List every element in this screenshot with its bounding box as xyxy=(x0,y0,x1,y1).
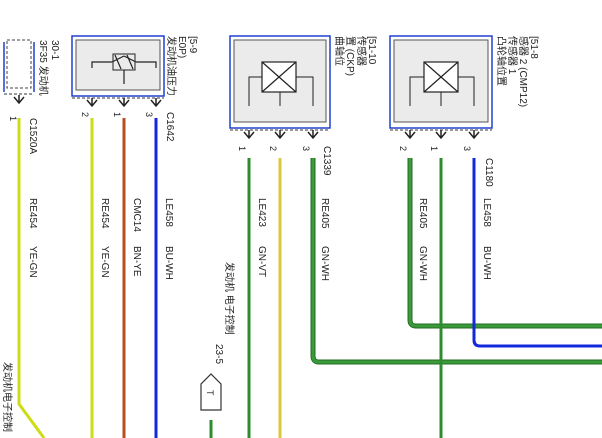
component-eop-name: 发动机油压力 xyxy=(165,36,178,96)
wire-label-circuit: RE454 xyxy=(99,198,110,229)
wire-labels: RE454 YE-GN RE454 YE-GN CMC14 BN-YE LE45… xyxy=(27,198,492,281)
wire-c1339-3-outline xyxy=(310,158,602,365)
ecm-pin-label: T xyxy=(205,390,215,396)
pin-label: 1 xyxy=(237,146,247,151)
component-3f35-box xyxy=(6,39,32,89)
wire-label-circuit: CMC14 xyxy=(131,198,142,232)
component-ckp-sub: 传感器 xyxy=(355,36,368,66)
pin-arrows xyxy=(86,98,162,108)
component-cmp-code: [51-8 xyxy=(528,36,539,59)
component-ckp-extra: 置 (CKP) xyxy=(344,36,356,76)
ecm-ref: 23-5 xyxy=(213,344,224,364)
pin-label: 3 xyxy=(462,146,472,151)
pin-label: 1 xyxy=(8,116,18,121)
wire-label-color: GN-VT xyxy=(256,246,267,277)
component-ckp-code: [51-10 xyxy=(366,36,377,65)
wire-label-color: BU-WH xyxy=(163,246,174,280)
component-ckp-name: 曲轴位 xyxy=(333,36,346,66)
wire-c1180-2 xyxy=(408,158,602,328)
wire-label-circuit: RE405 xyxy=(319,198,330,229)
ecm-block: 发动机电子控制 发动机 电子控制 23-5 T xyxy=(1,262,236,432)
connector-c1339: C1339 xyxy=(321,146,332,176)
switch-symbol xyxy=(91,54,157,70)
ecm-label: 发动机 电子控制 xyxy=(223,262,236,335)
pin-label: 2 xyxy=(398,146,408,151)
component-eop-box xyxy=(75,39,161,91)
wire-label-color: BU-WH xyxy=(481,246,492,280)
pin-arrow xyxy=(13,95,25,105)
pin-label: 1 xyxy=(112,112,122,117)
wire-label-circuit: RE405 xyxy=(417,198,428,229)
component-3f35-name: 3F35 发动机 xyxy=(37,40,50,96)
pin-label: 3 xyxy=(301,146,311,151)
pin-arrows xyxy=(404,130,480,140)
wire-label-color: YE-GN xyxy=(99,246,110,278)
component-cmp: 凸轮轴位置 传感器 1 感器 2 (CMP12) [51-8 2 1 3 C11… xyxy=(389,35,539,187)
wire-label-color: GN-WH xyxy=(417,246,428,281)
wire-label-color: GN-WH xyxy=(319,246,330,281)
wire-label-color: YE-GN xyxy=(27,246,38,278)
wire-label-circuit: LE458 xyxy=(481,198,492,227)
component-3f35-code: 30-1 xyxy=(49,40,60,60)
pin-label: 3 xyxy=(144,112,154,117)
wire-c1339-3 xyxy=(311,158,602,364)
pin-arrows xyxy=(243,130,319,140)
component-ckp: 曲轴位 置 (CKP) 传感器 [51-10 1 2 3 C1339 xyxy=(229,35,377,176)
wire-c1180-3 xyxy=(472,158,602,348)
ecm-connector-symbol xyxy=(200,373,222,411)
left-vertical-label: 发动机电子控制 xyxy=(1,362,14,432)
wire-label-circuit: LE458 xyxy=(163,198,174,227)
connector-c1520a: C1520A xyxy=(27,118,38,154)
pin-label: 2 xyxy=(268,146,278,151)
wire-layer xyxy=(17,118,602,438)
component-cmp-extra: 感器 2 (CMP12) xyxy=(517,36,530,107)
pin-label: 1 xyxy=(429,146,439,151)
connector-c1180: C1180 xyxy=(483,158,494,187)
component-eop-extra: [5-9 xyxy=(187,36,198,54)
wire-label-circuit: LE423 xyxy=(256,198,267,227)
component-eop: 发动机油压力 E0P) [5-9 2 1 3 C1642 xyxy=(71,35,198,142)
wire-label-circuit: RE454 xyxy=(27,198,38,229)
wire-label-color: BN-YE xyxy=(131,246,142,277)
pin-label: 2 xyxy=(80,112,90,117)
component-eop-code: E0P) xyxy=(176,36,187,58)
component-3f35: 3F35 发动机 30-1 1 C1520A xyxy=(3,39,60,154)
component-cmp-name: 凸轮轴位置 xyxy=(495,36,508,86)
connector-c1642: C1642 xyxy=(164,112,175,142)
wire-c1520a-1 xyxy=(17,118,46,438)
component-cmp-sub: 传感器 1 xyxy=(506,36,519,75)
wire-c1180-2-outline xyxy=(407,158,602,329)
